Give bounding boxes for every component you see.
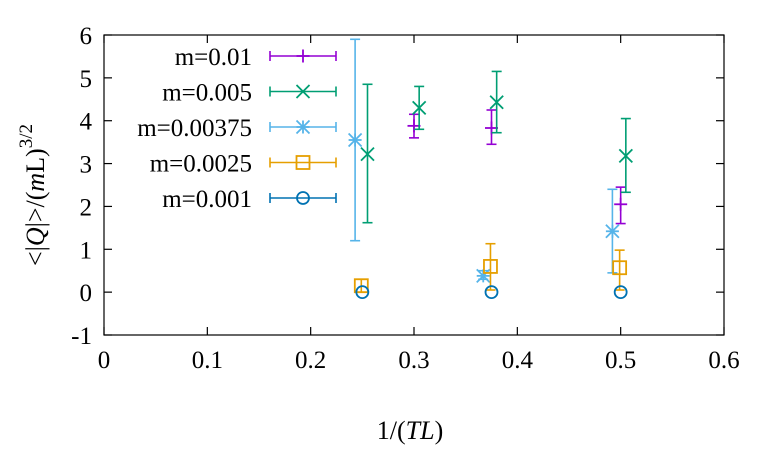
legend-label: m=0.0025 bbox=[150, 151, 252, 178]
legend-entry: m=0.00375 bbox=[137, 115, 337, 142]
x-tick-label: 0 bbox=[98, 347, 111, 374]
x-tick-label: 0.6 bbox=[708, 347, 739, 374]
marker-stroke bbox=[347, 132, 363, 148]
y-tick-label: 2 bbox=[80, 194, 93, 221]
data-point bbox=[355, 285, 370, 300]
series-3 bbox=[353, 242, 628, 294]
y-tick-label: -1 bbox=[71, 323, 92, 350]
data-point bbox=[489, 95, 504, 110]
marker-stroke bbox=[360, 147, 375, 162]
y-tick-label: 5 bbox=[80, 66, 93, 93]
data-point bbox=[347, 132, 363, 148]
data-point bbox=[412, 100, 427, 115]
legend-marker bbox=[296, 191, 310, 205]
marker-stroke bbox=[355, 285, 370, 300]
marker-stroke bbox=[484, 285, 499, 300]
y-tick-label: 6 bbox=[80, 23, 93, 50]
plot-axes bbox=[103, 34, 725, 336]
data-marks bbox=[347, 38, 633, 300]
data-point bbox=[476, 268, 491, 283]
legend-entry: m=0.005 bbox=[162, 80, 337, 107]
legend-marker bbox=[296, 49, 310, 63]
legend-marker bbox=[295, 155, 311, 170]
y-tick-label: 0 bbox=[80, 280, 93, 307]
data-point bbox=[484, 285, 499, 300]
data-point bbox=[353, 278, 369, 294]
x-tick-label: 0.3 bbox=[398, 347, 429, 374]
legend-label: m=0.005 bbox=[162, 80, 252, 107]
marker-stroke bbox=[605, 224, 620, 239]
data-point bbox=[485, 121, 498, 135]
data-point bbox=[360, 147, 375, 162]
data-point bbox=[605, 224, 620, 239]
x-tick-label: 0.2 bbox=[295, 347, 326, 374]
marker-stroke bbox=[295, 84, 311, 99]
legend-label: m=0.001 bbox=[162, 186, 252, 213]
marker-stroke bbox=[476, 268, 491, 283]
data-point bbox=[483, 259, 498, 274]
marker-stroke bbox=[296, 191, 310, 205]
series-1 bbox=[360, 70, 633, 224]
series-4 bbox=[355, 285, 628, 300]
legend-entry: m=0.0025 bbox=[150, 151, 337, 178]
y-tick-label: 4 bbox=[80, 109, 93, 136]
legend-entry: m=0.001 bbox=[162, 186, 337, 213]
x-tick-label: 0.5 bbox=[605, 347, 636, 374]
legend: m=0.01 m=0.005 m=0.00375 m=0.0025 m=0.001 bbox=[137, 44, 337, 213]
series-2 bbox=[347, 38, 620, 283]
marker-stroke bbox=[353, 278, 369, 294]
marker-stroke bbox=[295, 119, 311, 135]
y-axis-label: <|Q|>/(mL)3/2 bbox=[16, 124, 50, 266]
x-axis-label: 1/(TL) bbox=[377, 416, 443, 445]
y-tick-label: 1 bbox=[80, 237, 93, 264]
marker-stroke bbox=[612, 260, 628, 276]
legend-marker bbox=[295, 119, 311, 135]
legend-marker bbox=[295, 84, 311, 99]
data-point bbox=[613, 285, 628, 300]
marker-stroke bbox=[613, 285, 628, 300]
marker-stroke bbox=[618, 148, 633, 163]
marker-stroke bbox=[489, 95, 504, 110]
data-point bbox=[614, 197, 628, 211]
legend-label: m=0.00375 bbox=[137, 115, 252, 142]
x-tick-label: 0.4 bbox=[502, 347, 534, 374]
legend-entry: m=0.01 bbox=[175, 44, 337, 71]
marker-stroke bbox=[412, 100, 427, 115]
marker-stroke bbox=[295, 155, 311, 170]
data-point bbox=[407, 119, 421, 133]
series-0 bbox=[407, 109, 628, 225]
data-point bbox=[618, 148, 633, 163]
y-tick-label: 3 bbox=[80, 152, 93, 179]
x-tick-label: 0.1 bbox=[192, 347, 223, 374]
legend-label: m=0.01 bbox=[175, 44, 252, 71]
data-point bbox=[612, 260, 628, 276]
svg-text:<|Q|>/(mL)3/2: <|Q|>/(mL)3/2 bbox=[16, 124, 50, 266]
marker-stroke bbox=[483, 259, 498, 274]
